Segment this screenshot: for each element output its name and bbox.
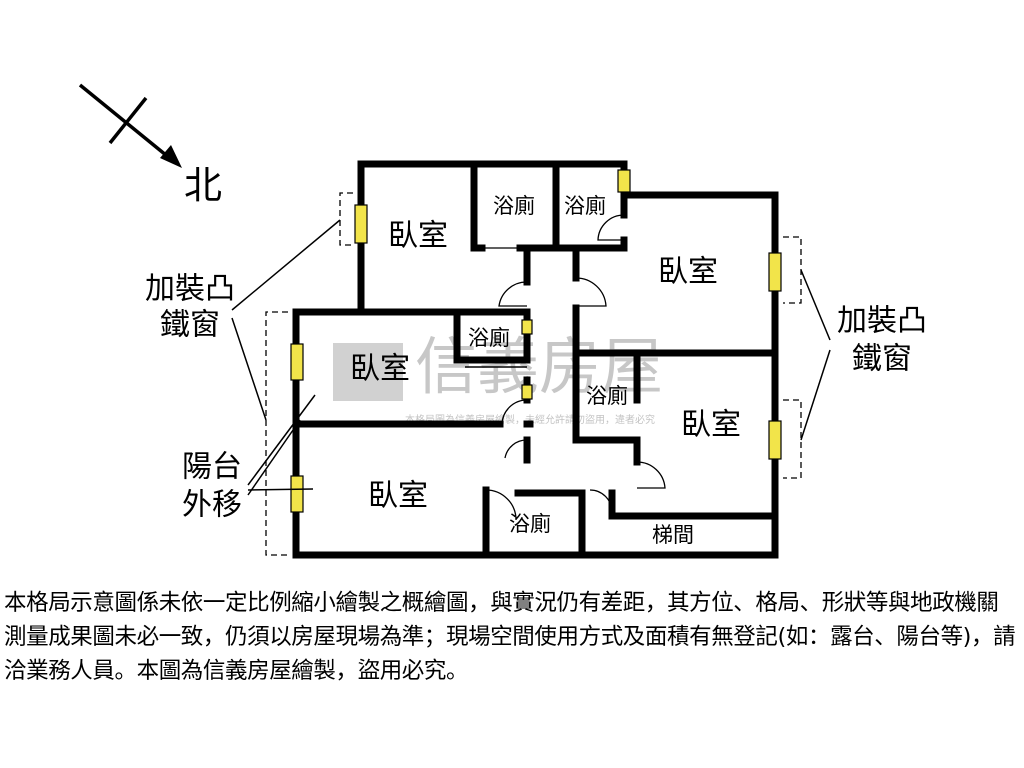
watermark-logo-icon bbox=[333, 343, 403, 401]
room-label-bedroom: 臥室 bbox=[658, 255, 718, 290]
annotation-balcony-line2: 外移 bbox=[182, 488, 242, 523]
window-icon bbox=[354, 204, 368, 244]
room-label-bedroom: 臥室 bbox=[388, 219, 448, 254]
windows bbox=[290, 169, 782, 513]
room-label-bathroom: 浴廁 bbox=[493, 194, 535, 218]
room-label-bathroom: 浴廁 bbox=[564, 194, 606, 218]
annotation-balcony-line1: 陽台 bbox=[182, 450, 242, 485]
window-icon bbox=[768, 252, 782, 292]
north-label: 北 bbox=[184, 164, 222, 208]
disclaimer-text: 本格局示意圖係未依一定比例縮小繪製之概繪圖，與實況仍有差距，其方位、格局、形狀等… bbox=[4, 590, 1016, 684]
window-icon bbox=[290, 343, 304, 381]
room-label-bathroom: 浴廁 bbox=[586, 384, 628, 408]
annotation-left-window-line1: 加裝凸 bbox=[145, 272, 235, 307]
room-label-stairs: 梯間 bbox=[652, 523, 694, 547]
annotation-left-window-line2: 鐵窗 bbox=[160, 308, 220, 343]
window-icon bbox=[290, 475, 304, 513]
leader-lines bbox=[231, 219, 831, 496]
window-icon bbox=[617, 169, 631, 193]
room-label-bathroom: 浴廁 bbox=[468, 326, 510, 350]
north-arrow-icon bbox=[78, 83, 182, 168]
room-label-bathroom: 浴廁 bbox=[509, 512, 551, 536]
room-label-bedroom: 臥室 bbox=[368, 479, 428, 514]
room-label-bedroom: 臥室 bbox=[681, 408, 741, 443]
annotation-right-window-line1: 加裝凸 bbox=[837, 304, 927, 339]
window-icon bbox=[768, 420, 782, 460]
annotation-right-window-line2: 鐵窗 bbox=[852, 342, 912, 377]
window-icon bbox=[521, 319, 533, 335]
room-label-bedroom: 臥室 bbox=[350, 352, 410, 387]
window-icon bbox=[521, 384, 533, 400]
doors bbox=[465, 214, 666, 521]
